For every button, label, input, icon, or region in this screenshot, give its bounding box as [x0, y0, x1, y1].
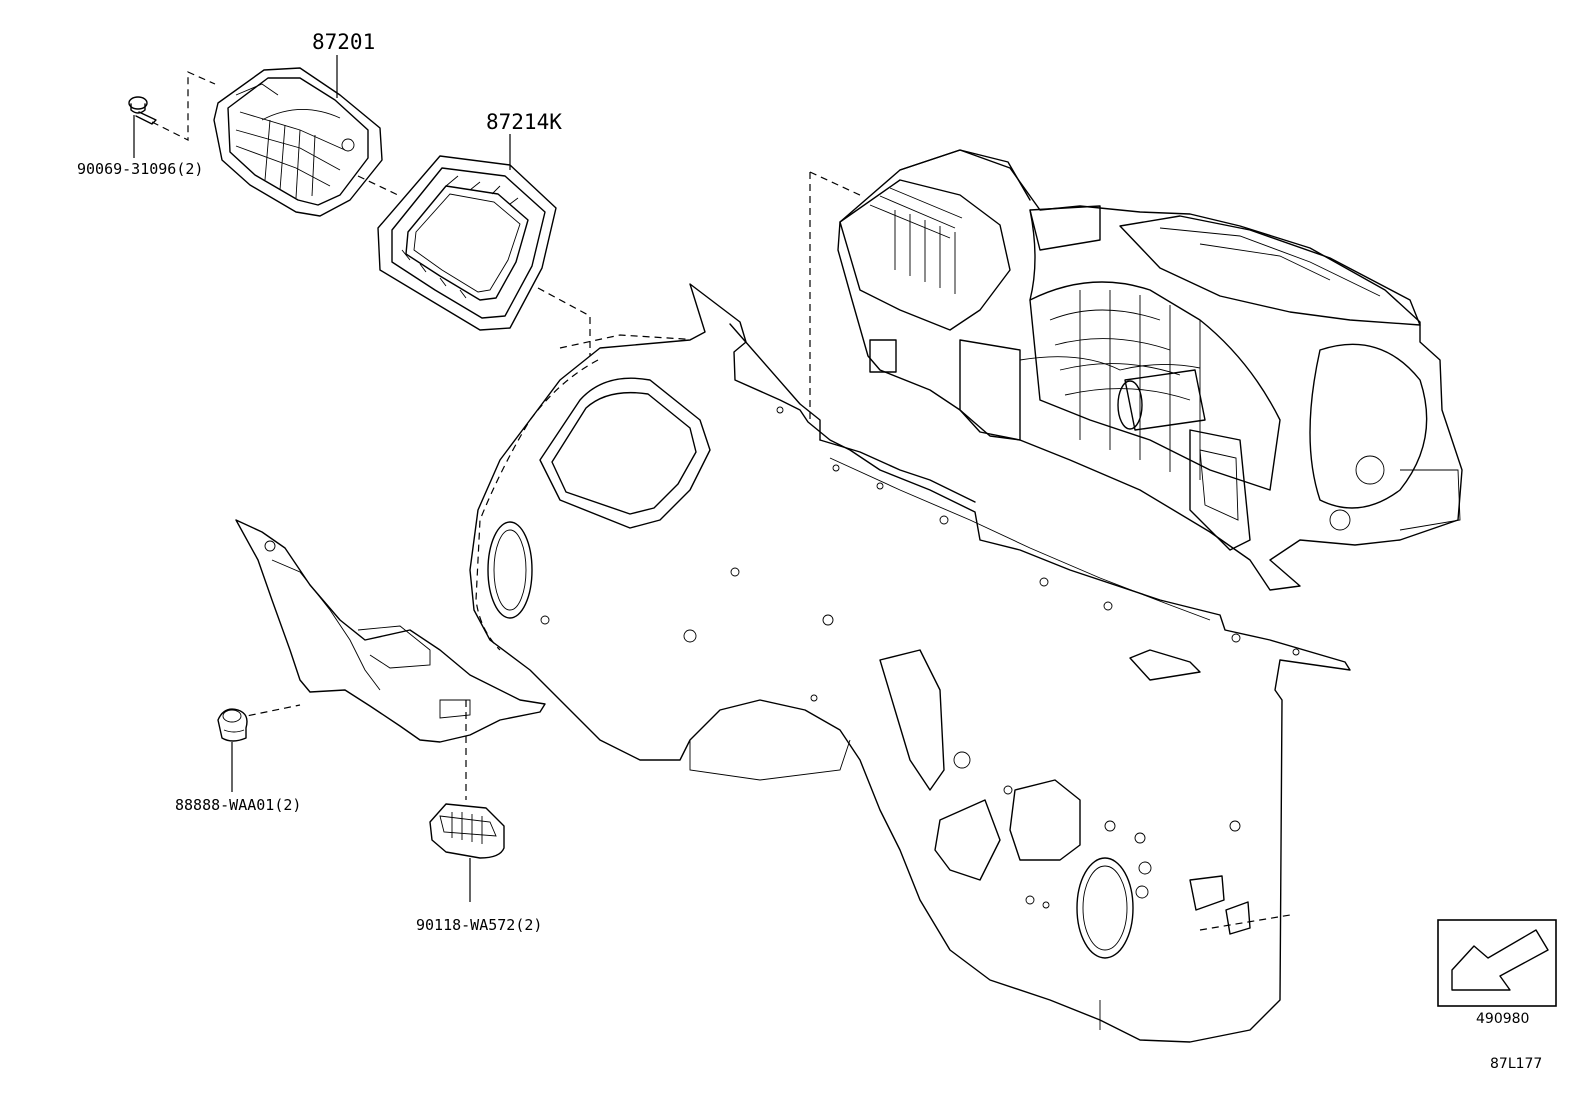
front-arrow-icon [1437, 919, 1557, 1007]
part-number-87214k[interactable]: 87214K [486, 110, 562, 134]
screw-90069-31096 [128, 71, 216, 158]
dash-silencer [235, 519, 546, 800]
reference-box-number: 490980 [1476, 1011, 1530, 1027]
vent-87201 [213, 55, 383, 217]
hvac-unit [809, 149, 1463, 591]
part-number-88888-waa01[interactable]: 88888-WAA01(2) [175, 796, 302, 814]
plug-90118-wa572 [429, 803, 505, 902]
frame-87214k [357, 134, 619, 441]
part-number-87201[interactable]: 87201 [312, 30, 376, 54]
diagram-code: 87L177 [1490, 1056, 1543, 1072]
clip-88888-waa01 [217, 708, 248, 792]
part-number-90118-wa572[interactable]: 90118-WA572(2) [416, 916, 543, 934]
dash-insulator [469, 283, 1351, 1043]
part-number-90069-31096[interactable]: 90069-31096(2) [77, 160, 204, 178]
